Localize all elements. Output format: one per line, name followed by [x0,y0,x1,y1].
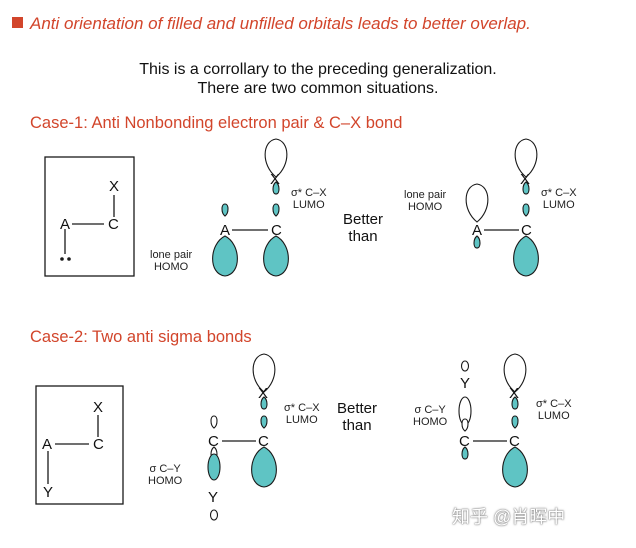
than-word: than [348,228,378,245]
label-line: σ* C–X [291,187,327,199]
atom-a: A [60,216,70,233]
atom-x: X [270,171,280,188]
case2-title: Case-2: Two anti sigma bonds [30,328,252,346]
headline: Anti orientation of filled and unfilled … [12,14,531,34]
atom-c: C [208,433,219,450]
headline-text: Anti orientation of filled and unfilled … [30,14,531,33]
atom-c: C [459,433,470,450]
case2-sigma-star-lumo-label-a: σ* C–X LUMO [284,402,320,426]
label-line: LUMO [292,199,325,211]
label-line: σ C–Y [149,463,181,475]
case1-sigma-star-lumo-label-a: σ* C–X LUMO [291,187,327,211]
atom-c: C [271,222,282,239]
than-word: than [342,417,372,434]
label-line: LUMO [537,410,570,422]
label-line: σ C–Y [414,404,446,416]
atom-c: C [509,433,520,450]
bullet-square-icon [12,17,23,28]
case2-better-than: Better than [337,400,377,434]
atom-x: X [109,178,119,195]
case2-sigma-star-lumo-label-b: σ* C–X LUMO [536,398,572,422]
case1-better-than: Better than [343,211,383,245]
atom-c: C [258,433,269,450]
atom-y: Y [460,375,470,392]
intro-line-1: This is a corrollary to the preceding ge… [139,61,497,78]
case2-orbitals-left [207,353,277,521]
atom-x: X [509,385,519,402]
case1-orbitals-left [212,138,289,277]
label-line: lone pair [150,249,193,261]
atom-x: X [520,171,530,188]
case2-orbitals-right [458,353,528,488]
label-line: σ* C–X [536,398,572,410]
label-line: σ* C–X [541,187,577,199]
label-line: HOMO [148,475,183,487]
label-line: HOMO [153,261,189,273]
atom-y: Y [208,489,218,506]
label-line: HOMO [407,201,443,213]
atom-a: A [42,436,52,453]
label-line: σ* C–X [284,402,320,414]
case1-newman-box: A C X [44,156,135,277]
case2-sigma-homo-label-b: σ C–Y HOMO [413,404,447,428]
case1-lone-pair-homo-label: lone pair HOMO [150,249,192,273]
atom-a: A [472,222,482,239]
better-word: Better [337,400,378,417]
atom-x: X [258,385,268,402]
intro-text: This is a corrollary to the preceding ge… [0,60,636,98]
case2-sigma-homo-label-a: σ C–Y HOMO [148,463,182,487]
label-line: HOMO [413,416,448,428]
case1-orbitals-right [465,138,539,277]
case1-sigma-star-lumo-label-b: σ* C–X LUMO [541,187,577,211]
atom-c: C [521,222,532,239]
atom-y: Y [43,484,53,501]
atom-c: C [108,216,119,233]
label-line: LUMO [285,414,318,426]
better-word: Better [343,211,384,228]
atom-c: C [93,436,104,453]
label-line: lone pair [404,189,447,201]
case1-lone-pair-homo-label-b: lone pair HOMO [404,189,446,213]
atom-a: A [220,222,230,239]
atom-x: X [93,399,103,416]
watermark: 知乎 @肖晖中 [452,507,566,527]
case1-title: Case-1: Anti Nonbonding electron pair & … [30,114,403,132]
intro-line-2: There are two common situations. [197,80,439,97]
case2-newman-box: A C X Y [35,385,124,505]
label-line: LUMO [542,199,575,211]
